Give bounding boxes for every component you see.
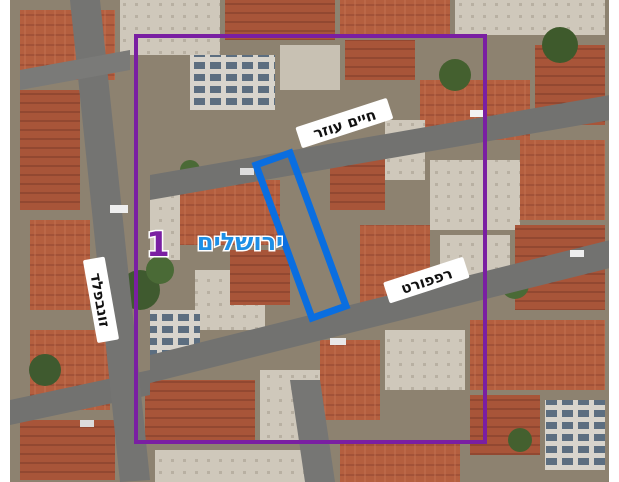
plot-outline[interactable] — [251, 148, 351, 323]
area-name-label: ירושלים — [197, 228, 283, 256]
area-number-label: 1 — [146, 225, 170, 265]
area-label: ירושלים 1 — [145, 224, 285, 267]
plan-boundary[interactable] — [134, 34, 487, 444]
